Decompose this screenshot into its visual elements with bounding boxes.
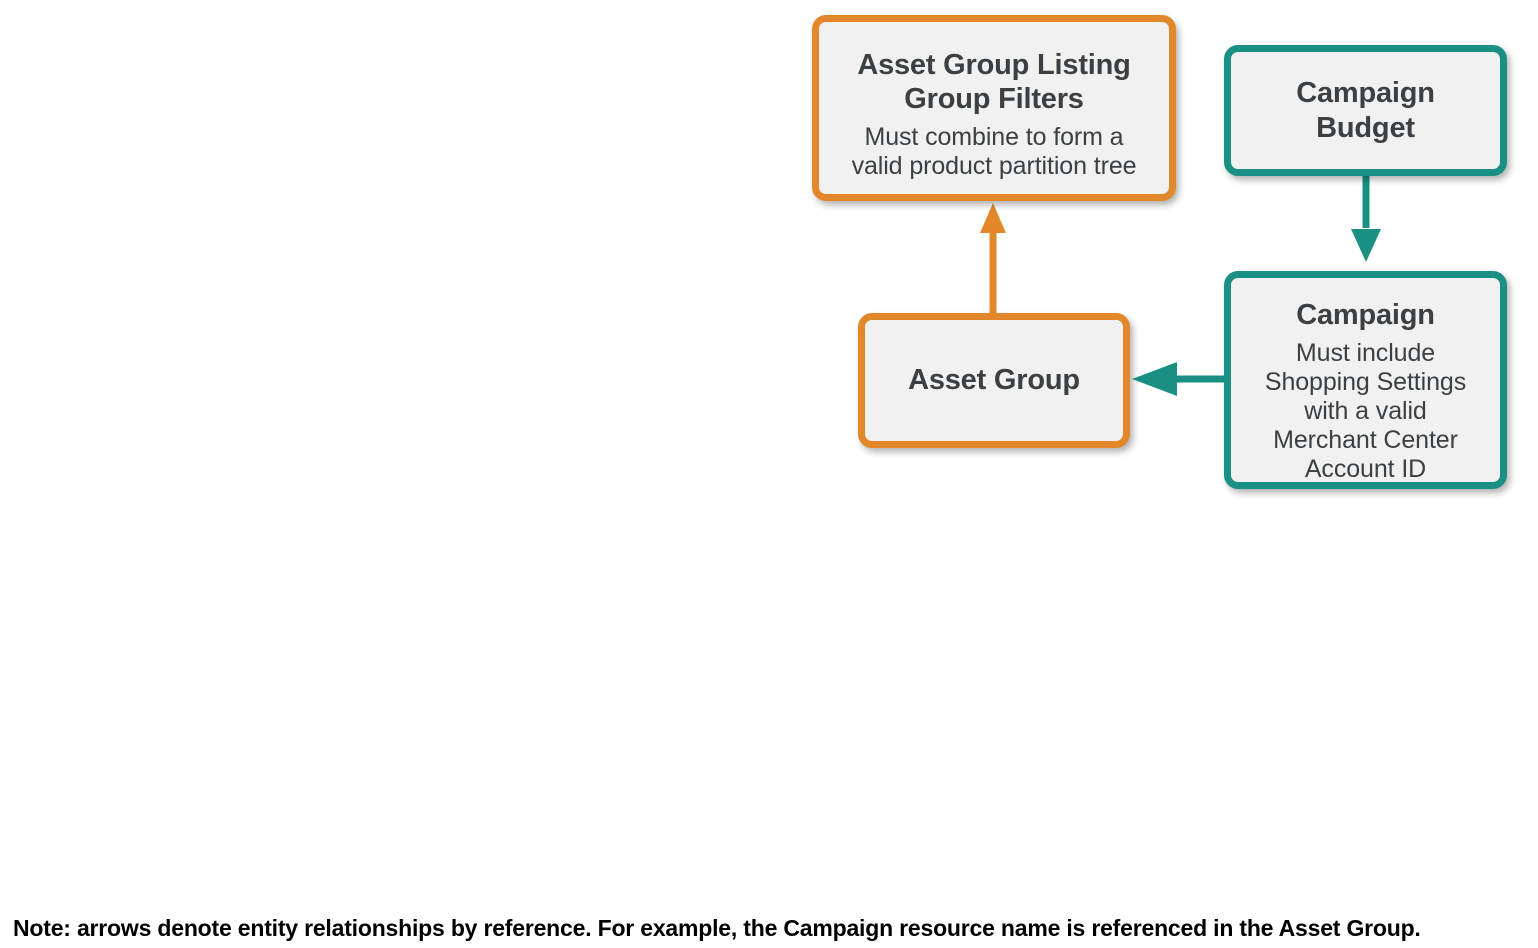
node-title: Campaign Budget: [1296, 77, 1435, 144]
arrow-asset-group-to-listing-group-filters: [980, 203, 1006, 315]
node-subtitle: Must include Shopping Settings with a va…: [1264, 339, 1467, 484]
node-asset-group-listing-group-filters[interactable]: Asset Group Listing Group Filters Must c…: [812, 15, 1176, 201]
node-campaign[interactable]: Campaign Must include Shopping Settings …: [1224, 271, 1507, 489]
arrow-campaign-budget-to-campaign: [1351, 176, 1381, 262]
node-subtitle: Must combine to form a valid product par…: [851, 123, 1137, 181]
footer-note: Note: arrows denote entity relationships…: [13, 915, 1421, 941]
node-title: Asset Group Listing Group Filters: [857, 49, 1131, 116]
arrow-campaign-to-asset-group: [1132, 362, 1224, 396]
node-title: Asset Group: [908, 364, 1080, 397]
node-title: Campaign: [1296, 299, 1435, 331]
node-campaign-budget[interactable]: Campaign Budget: [1224, 45, 1507, 176]
node-asset-group[interactable]: Asset Group: [858, 313, 1130, 448]
